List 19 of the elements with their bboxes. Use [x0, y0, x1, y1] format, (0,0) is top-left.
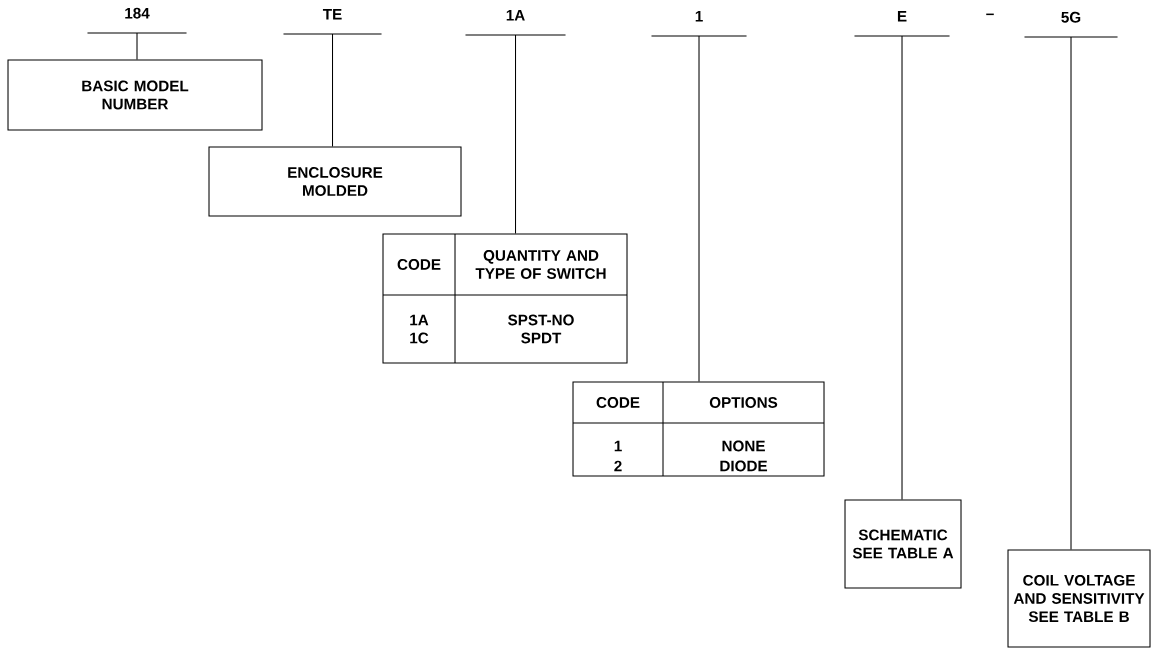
code-table: CODE QUANTITY AND TYPE OF SWITCH 1A SPST-NO 1C SPDT — [382, 233, 628, 364]
description-box: SCHEMATIC SEE TABLE A — [844, 499, 962, 589]
connector-line — [332, 33, 334, 147]
code-segment: 5G — [1023, 11, 1119, 38]
description-box: COIL VOLTAGE AND SENSITIVITY SEE TABLE B — [1007, 549, 1151, 648]
connector-line — [136, 32, 138, 60]
code-segment: E — [853, 11, 951, 37]
description-box: ENCLOSURE MOLDED — [208, 146, 462, 217]
code-table: CODE OPTIONS 1 NONE 2 DIODE — [572, 381, 825, 477]
code-segment: 184 — [86, 7, 188, 34]
code-segment: 1 — [650, 11, 748, 37]
code-segment: 1A — [464, 10, 567, 36]
separator-dash: – — [986, 13, 994, 16]
code-segment: TE — [282, 9, 383, 35]
connector-line — [698, 35, 700, 382]
description-box: BASIC MODEL NUMBER — [7, 59, 263, 131]
connector-line — [901, 35, 903, 500]
connector-line — [1070, 36, 1072, 550]
connector-line — [515, 34, 517, 234]
